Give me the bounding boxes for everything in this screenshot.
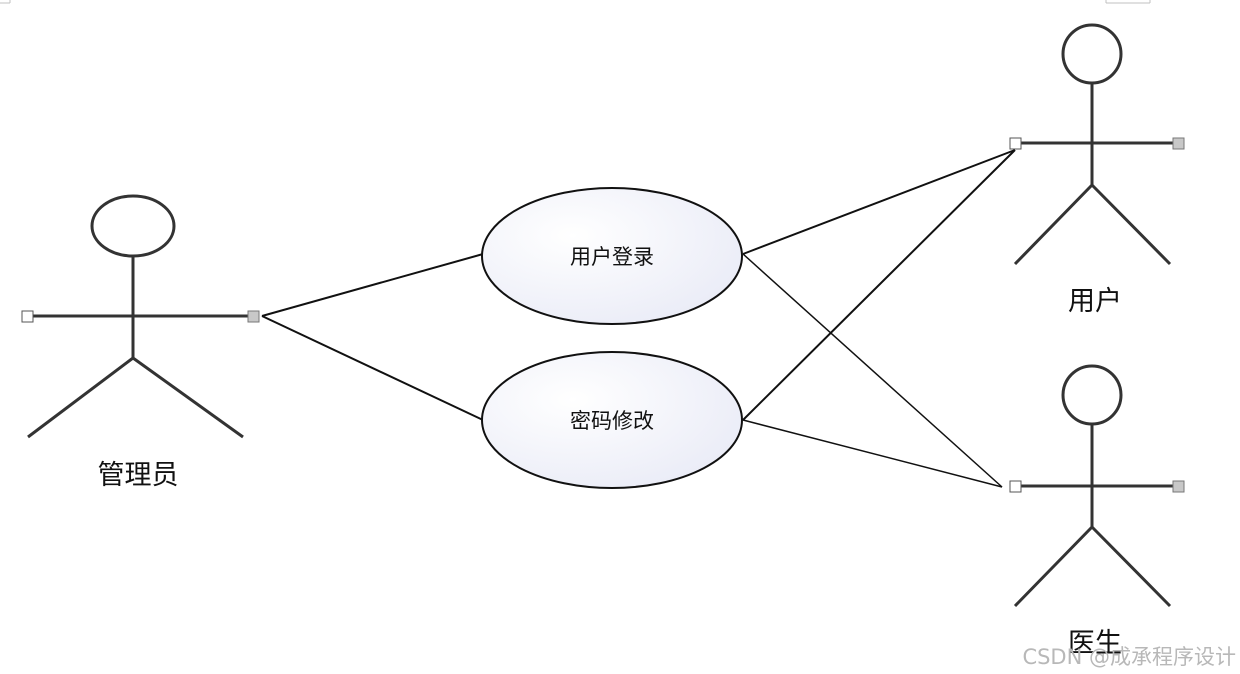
use-case-change-password-label: 密码修改 bbox=[570, 409, 654, 433]
actor-user-left-leg bbox=[1013, 183, 1094, 266]
use-case-change-password[interactable]: 密码修改 bbox=[481, 351, 743, 489]
actor-doctor-right-handle[interactable] bbox=[1172, 480, 1185, 493]
actor-user-label: 用户 bbox=[1068, 286, 1122, 317]
actor-admin-head bbox=[90, 194, 176, 258]
actor-admin[interactable] bbox=[21, 194, 260, 439]
actor-user-right-leg bbox=[1090, 183, 1172, 266]
actor-user-left-handle[interactable] bbox=[1009, 137, 1022, 150]
actor-user-right-handle[interactable] bbox=[1172, 137, 1185, 150]
association-user-login[interactable] bbox=[742, 149, 1016, 255]
actor-user[interactable] bbox=[1009, 23, 1185, 266]
actor-doctor-left-handle[interactable] bbox=[1009, 480, 1022, 493]
actor-admin-left-leg bbox=[27, 356, 134, 439]
actor-doctor-head bbox=[1061, 364, 1123, 426]
association-doctor-login[interactable] bbox=[742, 253, 1003, 488]
actor-admin-right-leg bbox=[132, 356, 244, 439]
use-case-change-password-ellipse[interactable] bbox=[481, 351, 743, 489]
association-lines bbox=[261, 149, 1016, 488]
actor-user-head bbox=[1061, 23, 1123, 85]
actor-doctor-left-leg bbox=[1013, 525, 1094, 608]
actor-admin-label: 管理员 bbox=[98, 460, 179, 491]
use-case-login[interactable]: 用户登录 bbox=[481, 187, 743, 325]
use-case-login-ellipse[interactable] bbox=[481, 187, 743, 325]
actor-doctor-right-leg bbox=[1090, 525, 1172, 608]
actor-admin-left-handle[interactable] bbox=[21, 310, 34, 323]
page-corner-marks bbox=[0, 0, 1151, 4]
actor-doctor[interactable] bbox=[1009, 364, 1185, 608]
association-admin-change-password[interactable] bbox=[261, 315, 484, 421]
association-doctor-change-password[interactable] bbox=[742, 419, 1003, 488]
actor-admin-right-handle[interactable] bbox=[247, 310, 260, 323]
association-admin-login[interactable] bbox=[261, 253, 484, 317]
use-case-login-label: 用户登录 bbox=[570, 245, 654, 269]
watermark: CSDN @成承程序设计 bbox=[1022, 645, 1236, 669]
actor-doctor-label: 医生 bbox=[1068, 628, 1122, 659]
association-user-change-password[interactable] bbox=[742, 149, 1016, 421]
